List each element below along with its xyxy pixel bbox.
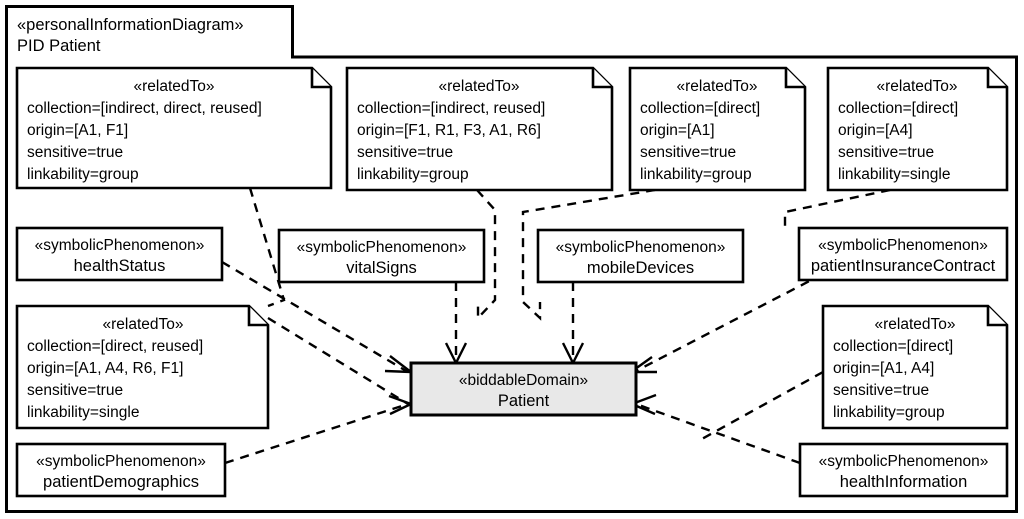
note-patientInsuranceContract-collection: collection=[direct] — [838, 100, 958, 117]
note-patientDemographics-linkability: linkability=single — [27, 404, 139, 421]
note-mobileDevices-sensitive: sensitive=true — [640, 144, 736, 161]
connector-patientInsuranceContract-to-patient — [635, 272, 824, 373]
central-element-patient[interactable]: «biddableDomain» Patient — [409, 361, 638, 417]
note-mobileDevices-collection: collection=[direct] — [640, 100, 760, 117]
note-mobileDevices-fold-icon — [784, 68, 805, 89]
dependency-connectors — [221, 187, 891, 465]
note-healthStatus-fold-icon — [310, 68, 331, 89]
phenomenon-vitalSigns[interactable]: «symbolicPhenomenon» vitalSigns — [277, 228, 486, 284]
note-mobileDevices-linkability: linkability=group — [640, 166, 752, 183]
patient-box — [409, 361, 638, 417]
phenomenon-mobileDevices[interactable]: «symbolicPhenomenon» mobileDevices — [536, 228, 745, 284]
note-healthStatus-linkability: linkability=group — [27, 166, 139, 183]
connector-patientDemographics-to-patient — [224, 402, 409, 465]
phenomenon-patientDemographics-name: patientDemographics — [43, 473, 199, 491]
note-patientInsuranceContract[interactable]: «relatedTo» collection=[direct] origin=[… — [826, 66, 1009, 192]
note-vitalSigns-body — [345, 66, 614, 192]
note-vitalSigns-sensitive: sensitive=true — [357, 144, 453, 161]
note-vitalSigns-origin: origin=[F1, R1, F3, A1, R6] — [357, 122, 541, 139]
phenomenon-patientDemographics[interactable]: «symbolicPhenomenon» patientDemographics — [15, 442, 227, 498]
note-healthStatus-origin: origin=[A1, F1] — [27, 122, 128, 139]
connector-note-healthInformation — [699, 370, 824, 442]
note-mobileDevices-body — [628, 66, 807, 192]
note-patientDemographics-collection: collection=[direct, reused] — [27, 338, 203, 355]
note-healthStatus-collection: collection=[indirect, direct, reused] — [27, 100, 262, 117]
arrowhead-patientDemographics — [388, 394, 415, 416]
phenomenon-patientDemographics-box — [15, 442, 227, 498]
note-patientDemographics-body — [15, 304, 270, 430]
note-patientInsuranceContract-linkability: linkability=single — [838, 166, 950, 183]
note-healthInformation-sensitive: sensitive=true — [833, 382, 929, 399]
note-vitalSigns-linkability: linkability=group — [357, 166, 469, 183]
package-frame: «personalInformationDiagram» PID Patient — [5, 5, 1018, 513]
note-patientDemographics-stereotype: «relatedTo» — [102, 316, 183, 333]
note-vitalSigns-fold-icon — [591, 68, 612, 89]
patient-stereotype: «biddableDomain» — [459, 372, 588, 389]
phenomenon-healthStatus-stereotype: «symbolicPhenomenon» — [35, 237, 205, 254]
note-patientDemographics-sensitive: sensitive=true — [27, 382, 123, 399]
phenomenon-patientInsuranceContract-name: patientInsuranceContract — [811, 257, 996, 275]
note-healthStatus-body — [15, 66, 333, 190]
note-mobileDevices-origin: origin=[A1] — [640, 122, 715, 139]
note-healthStatus-stereotype: «relatedTo» — [133, 78, 214, 95]
note-healthInformation-fold-icon — [986, 306, 1007, 327]
note-healthInformation-body — [821, 304, 1009, 430]
note-healthStatus[interactable]: «relatedTo» collection=[indirect, direct… — [15, 66, 333, 190]
phenomenon-mobileDevices-box — [536, 228, 745, 284]
note-vitalSigns[interactable]: «relatedTo» collection=[indirect, reused… — [345, 66, 614, 192]
phenomenon-healthInformation-box — [798, 442, 1009, 498]
connector-healthInformation-to-patient — [635, 402, 801, 465]
phenomenon-healthInformation-stereotype: «symbolicPhenomenon» — [819, 453, 989, 470]
note-patientDemographics[interactable]: «relatedTo» collection=[direct, reused] … — [15, 304, 270, 430]
note-healthInformation-origin: origin=[A1, A4] — [833, 360, 934, 377]
note-patientInsuranceContract-sensitive: sensitive=true — [838, 144, 934, 161]
note-healthStatus-sensitive: sensitive=true — [27, 144, 123, 161]
phenomenon-healthStatus[interactable]: «symbolicPhenomenon» healthStatus — [15, 226, 224, 282]
note-patientInsuranceContract-stereotype: «relatedTo» — [876, 78, 957, 95]
phenomenon-healthStatus-name: healthStatus — [74, 257, 166, 275]
connector-note-vitalSigns — [476, 189, 497, 322]
connector-healthStatus-to-patient — [221, 260, 409, 374]
note-patientInsuranceContract-body — [826, 66, 1009, 192]
connector-note-patientInsuranceContract — [783, 188, 891, 228]
patient-name: Patient — [498, 392, 550, 410]
phenomenon-mobileDevices-stereotype: «symbolicPhenomenon» — [556, 239, 726, 256]
phenomenon-healthStatus-box — [15, 226, 224, 282]
note-patientInsuranceContract-fold-icon — [986, 68, 1007, 89]
phenomenon-healthInformation-name: healthInformation — [840, 473, 968, 491]
note-vitalSigns-stereotype: «relatedTo» — [438, 78, 519, 95]
note-vitalSigns-collection: collection=[indirect, reused] — [357, 100, 545, 117]
note-mobileDevices[interactable]: «relatedTo» collection=[direct] origin=[… — [628, 66, 807, 192]
phenomenon-patientDemographics-stereotype: «symbolicPhenomenon» — [36, 453, 206, 470]
package-name: PID Patient — [17, 37, 101, 55]
phenomenon-vitalSigns-name: vitalSigns — [346, 259, 417, 277]
note-patientDemographics-origin: origin=[A1, A4, R6, F1] — [27, 360, 183, 377]
phenomenon-mobileDevices-name: mobileDevices — [587, 259, 694, 277]
note-healthInformation-collection: collection=[direct] — [833, 338, 953, 355]
package-frame-outline — [5, 5, 1018, 513]
phenomenon-vitalSigns-box — [277, 228, 486, 284]
package-stereotype: «personalInformationDiagram» — [17, 16, 244, 34]
note-healthInformation-stereotype: «relatedTo» — [874, 316, 955, 333]
phenomenon-patientInsuranceContract-box — [797, 226, 1009, 282]
phenomenon-healthInformation[interactable]: «symbolicPhenomenon» healthInformation — [798, 442, 1009, 498]
note-patientInsuranceContract-origin: origin=[A4] — [838, 122, 913, 139]
note-healthInformation[interactable]: «relatedTo» collection=[direct] origin=[… — [821, 304, 1009, 430]
note-patientDemographics-fold-icon — [247, 306, 268, 327]
connector-note-patientDemographics — [267, 316, 409, 406]
phenomenon-patientInsuranceContract[interactable]: «symbolicPhenomenon» patientInsuranceCon… — [797, 226, 1009, 282]
note-healthInformation-linkability: linkability=group — [833, 404, 945, 421]
phenomenon-patientInsuranceContract-stereotype: «symbolicPhenomenon» — [818, 237, 988, 254]
phenomenon-vitalSigns-stereotype: «symbolicPhenomenon» — [297, 239, 467, 256]
note-mobileDevices-stereotype: «relatedTo» — [676, 78, 757, 95]
arrowhead-healthStatus — [384, 355, 415, 374]
